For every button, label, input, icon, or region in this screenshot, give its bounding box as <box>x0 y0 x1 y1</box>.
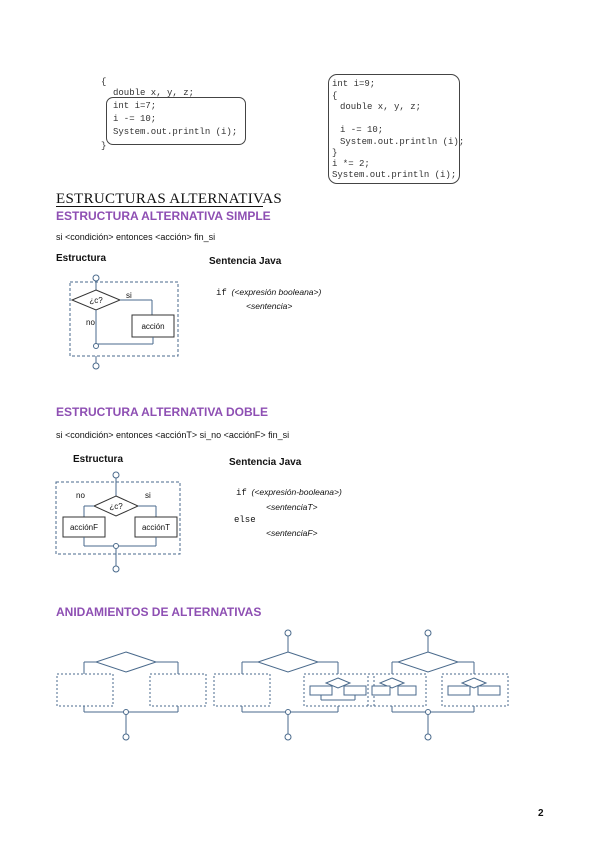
code-right-block <box>328 74 460 184</box>
simple-java-label: Sentencia Java <box>209 256 282 267</box>
code-right-line: { <box>332 91 338 101</box>
nested-1-left-box <box>56 673 114 707</box>
nested-1-decision-diamond <box>94 651 158 673</box>
simple-cond-label: ¿c? <box>89 296 103 305</box>
simple-estructura-label: Estructura <box>56 253 107 264</box>
doble-dashed-frame <box>55 481 181 555</box>
code-left-line: double x, y, z; <box>113 88 195 98</box>
java-expression: (<expresión-booleana>) <box>251 487 342 497</box>
doble-decision-diamond <box>92 495 140 517</box>
nested-2-join-connector <box>285 709 291 715</box>
code-right-line: i *= 2; <box>332 159 370 169</box>
doble-java-label: Sentencia Java <box>229 457 302 468</box>
section-title-underline <box>56 206 263 207</box>
doble-java-statement-f: <sentenciaF> <box>266 528 318 538</box>
doble-join-connector <box>113 543 119 549</box>
java-if-keyword: if <box>236 488 247 498</box>
code-right-line: System.out.println (i); <box>340 137 465 147</box>
doble-java-else-keyword: else <box>234 515 256 525</box>
nested-2-left-box <box>213 673 271 707</box>
doble-action-f-label: acciónF <box>70 523 98 532</box>
simple-si-label: si <box>126 291 132 300</box>
doble-action-t-label: acciónT <box>142 523 170 532</box>
code-right-line: int i=9; <box>332 79 376 89</box>
doble-flowchart: ¿c? no si acciónF acciónT <box>55 471 181 573</box>
nested-2-start-connector <box>284 629 292 637</box>
simple-end-connector <box>92 362 100 370</box>
nested-3-end-connector <box>424 733 432 741</box>
simple-start-connector <box>92 274 100 282</box>
nested-2-inner-left-box <box>309 685 333 696</box>
doble-estructura-label: Estructura <box>73 454 124 465</box>
nested-1-right-box <box>149 673 207 707</box>
nested-3-right-inner-box-a <box>447 685 471 696</box>
nested-diagram-2 <box>213 629 375 741</box>
doble-cond-label: ¿c? <box>109 502 123 511</box>
nested-1-end-connector <box>122 733 130 741</box>
simple-syntax: si <condición> entonces <acción> fin_si <box>56 232 216 242</box>
doble-syntax: si <condición> entonces <acciónT> si_no … <box>56 430 290 440</box>
code-left-line: int i=7; <box>113 101 157 111</box>
code-right-line: double x, y, z; <box>340 102 422 112</box>
nested-3-left-box <box>367 673 427 707</box>
doble-java-if-line: if (<expresión-booleana>) <box>236 487 342 498</box>
code-left-line: System.out.println (i); <box>113 127 238 137</box>
nested-3-right-box <box>441 673 509 707</box>
java-expression: (<expresión booleana>) <box>231 287 322 297</box>
simple-flowchart: ¿c? si acción no <box>69 274 179 370</box>
doble-start-connector <box>112 471 120 479</box>
nested-1-join-connector <box>123 709 129 715</box>
code-left-block <box>106 97 246 145</box>
nested-3-left-inner-box-b <box>397 685 417 696</box>
nested-3-start-connector <box>424 629 432 637</box>
simple-no-label: no <box>86 318 95 327</box>
section-title: ESTRUCTURAS ALTERNATIVAS <box>56 191 282 207</box>
doble-heading: ESTRUCTURA ALTERNATIVA DOBLE <box>56 405 268 419</box>
code-left-close-brace: } <box>101 141 107 151</box>
simple-join-connector <box>93 343 99 349</box>
nested-3-right-inner-box-b <box>477 685 501 696</box>
nested-2-inner-right-box <box>343 685 367 696</box>
code-left-line: i -= 10; <box>113 114 157 124</box>
nested-3-join-connector <box>425 709 431 715</box>
simple-action-label: acción <box>141 322 164 331</box>
nested-diagram-1 <box>56 651 207 741</box>
simple-java-statement: <sentencia> <box>246 301 293 311</box>
anidamientos-heading: ANIDAMIENTOS DE ALTERNATIVAS <box>56 605 262 619</box>
code-right-line: i -= 10; <box>340 125 384 135</box>
code-right-line: System.out.println (i); <box>332 170 457 180</box>
anidamientos-diagrams <box>56 629 509 741</box>
doble-end-connector <box>112 565 120 573</box>
nested-2-end-connector <box>284 733 292 741</box>
code-left-open-brace: { <box>101 77 107 87</box>
nested-3-decision-diamond <box>396 651 460 673</box>
simple-dashed-frame <box>69 281 179 357</box>
page-number: 2 <box>538 808 544 819</box>
nested-diagram-3 <box>367 629 509 741</box>
doble-si-label: si <box>145 491 151 500</box>
code-right-line: } <box>332 148 338 158</box>
simple-heading: ESTRUCTURA ALTERNATIVA SIMPLE <box>56 209 271 223</box>
doble-java-statement-t: <sentenciaT> <box>266 502 318 512</box>
nested-2-decision-diamond <box>256 651 320 673</box>
java-if-keyword: if <box>216 288 227 298</box>
nested-3-left-inner-box-a <box>371 685 391 696</box>
simple-java-if-line: if (<expresión booleana>) <box>216 287 321 298</box>
doble-no-label: no <box>76 491 85 500</box>
